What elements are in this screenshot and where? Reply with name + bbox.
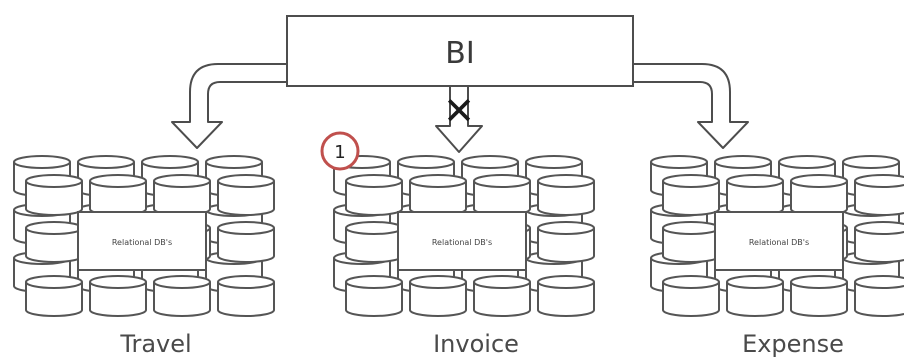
bi-label: BI bbox=[445, 36, 474, 71]
db-cylinder bbox=[790, 275, 848, 317]
relational-db-box bbox=[397, 211, 527, 271]
relational-db-label: Relational DB's bbox=[432, 238, 492, 247]
callout-number: 1 bbox=[334, 142, 345, 163]
db-cylinder bbox=[854, 275, 904, 317]
db-cylinder bbox=[217, 221, 275, 263]
relational-db-box bbox=[714, 211, 844, 271]
callout-1: 1 bbox=[320, 131, 360, 171]
group-label-travel: Travel bbox=[119, 330, 191, 358]
db-cylinder bbox=[854, 221, 904, 263]
db-cylinder bbox=[409, 174, 467, 216]
db-cylinder bbox=[409, 275, 467, 317]
db-cylinder bbox=[790, 174, 848, 216]
db-cylinder bbox=[662, 221, 720, 263]
relational-db-label: Relational DB's bbox=[112, 238, 172, 247]
db-cylinder bbox=[345, 275, 403, 317]
bi-box bbox=[286, 15, 634, 87]
db-cylinder bbox=[726, 275, 784, 317]
db-cylinder bbox=[537, 221, 595, 263]
relational-db-label: Relational DB's bbox=[749, 238, 809, 247]
db-cylinder bbox=[473, 174, 531, 216]
relational-db-box bbox=[77, 211, 207, 271]
arrow-to-invoice bbox=[435, 85, 483, 153]
db-cylinder bbox=[153, 275, 211, 317]
db-cylinder bbox=[854, 174, 904, 216]
db-cylinder bbox=[345, 221, 403, 263]
arrow-to-expense bbox=[632, 63, 749, 149]
db-cylinder bbox=[726, 174, 784, 216]
db-cylinder bbox=[25, 221, 83, 263]
db-cylinder bbox=[662, 275, 720, 317]
db-cylinder bbox=[217, 275, 275, 317]
db-cylinder bbox=[153, 174, 211, 216]
blocked-x-icon: ✕ bbox=[443, 89, 475, 133]
group-label-expense: Expense bbox=[742, 330, 844, 358]
db-cylinder bbox=[25, 174, 83, 216]
arrow-to-travel bbox=[171, 63, 288, 149]
db-cylinder bbox=[217, 174, 275, 216]
group-label-invoice: Invoice bbox=[433, 330, 519, 358]
db-cylinder bbox=[89, 275, 147, 317]
db-cylinder bbox=[89, 174, 147, 216]
db-cylinder bbox=[345, 174, 403, 216]
db-cylinder bbox=[473, 275, 531, 317]
db-cylinder bbox=[25, 275, 83, 317]
db-cylinder bbox=[537, 275, 595, 317]
callout-circle bbox=[320, 131, 360, 171]
db-cylinder bbox=[537, 174, 595, 216]
db-cylinder bbox=[662, 174, 720, 216]
